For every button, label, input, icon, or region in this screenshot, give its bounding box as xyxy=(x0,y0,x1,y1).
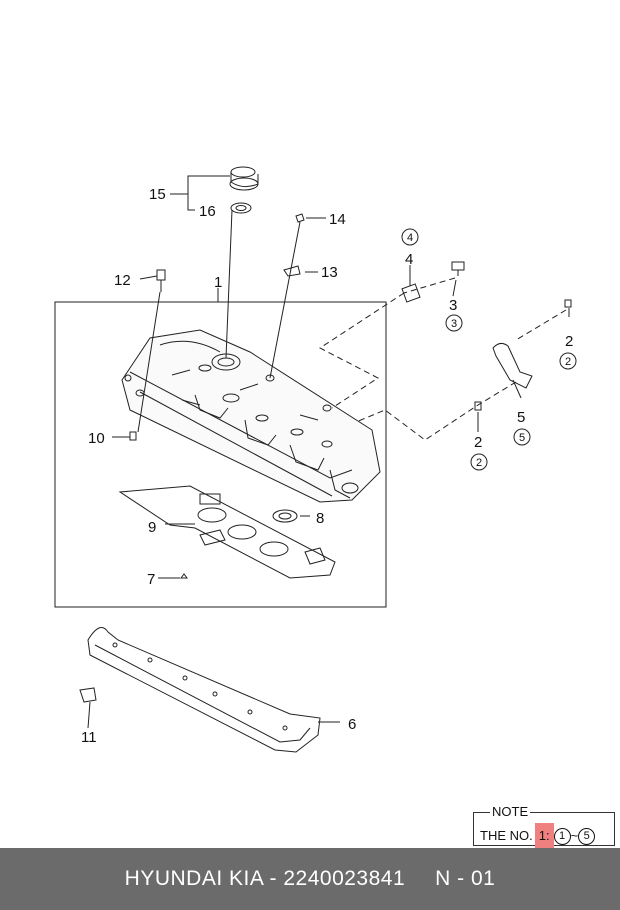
label-11: 11 xyxy=(81,729,97,746)
part-4 xyxy=(401,283,421,303)
gasket-6 xyxy=(87,627,321,753)
seal-8 xyxy=(272,509,298,523)
circled-label-2-upper: 2 xyxy=(565,356,571,368)
parts-diagram: 15 16 14 13 12 1 4 3 2 5 2 10 8 9 7 6 11… xyxy=(54,166,577,753)
label-2-lower: 2 xyxy=(474,434,482,451)
ring-16 xyxy=(230,202,252,214)
gasket-9 xyxy=(118,485,336,579)
bracket-13 xyxy=(283,265,301,277)
note-tilde: ~ xyxy=(570,828,579,843)
label-14: 14 xyxy=(329,211,346,228)
circled-label-3: 3 xyxy=(451,318,457,330)
label-3: 3 xyxy=(449,297,457,314)
label-5: 5 xyxy=(517,409,525,426)
note-prefix: THE NO. xyxy=(480,828,533,843)
footer-brand: HYUNDAI KIA - 2240023841 xyxy=(124,867,406,890)
hose-5 xyxy=(492,342,533,389)
note-text: THE NO.1:1~5 xyxy=(480,823,596,849)
label-4: 4 xyxy=(405,251,413,268)
note-range-start: 1 xyxy=(553,828,571,846)
valve-3 xyxy=(451,261,465,276)
note-highlight-number: 1 xyxy=(538,828,546,843)
footer-bar: HYUNDAI KIA - 2240023841 N - 01 xyxy=(0,848,620,910)
bolt-14 xyxy=(295,213,305,223)
note-box: NOTE THE NO.1:1~5 xyxy=(473,804,615,849)
part-11 xyxy=(79,687,97,703)
assembly-frame xyxy=(54,301,387,608)
bolt-7 xyxy=(180,573,188,579)
label-12: 12 xyxy=(114,272,131,289)
label-16: 16 xyxy=(199,203,216,220)
circled-label-2-lower: 2 xyxy=(476,457,482,469)
part-10 xyxy=(129,431,137,441)
note-title: NOTE xyxy=(490,804,531,819)
cylinder-head-cover xyxy=(121,329,381,503)
bolt-12 xyxy=(156,269,166,292)
footer-page: N - 01 xyxy=(435,867,496,890)
note-colon: : xyxy=(545,828,550,843)
label-9: 9 xyxy=(148,519,156,536)
label-6: 6 xyxy=(348,716,356,733)
oil-filler-cap xyxy=(229,166,259,191)
label-7: 7 xyxy=(147,571,155,588)
circled-label-4: 4 xyxy=(407,232,413,244)
label-8: 8 xyxy=(316,510,324,527)
circled-label-5: 5 xyxy=(519,432,525,444)
label-15: 15 xyxy=(149,186,166,203)
label-10: 10 xyxy=(88,430,105,447)
note-highlight: 1: xyxy=(534,823,554,849)
clip-2-upper xyxy=(564,299,572,308)
note-range-end: 5 xyxy=(578,828,596,846)
label-13: 13 xyxy=(321,264,338,281)
clip-2-lower xyxy=(474,401,482,411)
label-1: 1 xyxy=(214,274,222,291)
label-2-upper: 2 xyxy=(565,333,573,350)
